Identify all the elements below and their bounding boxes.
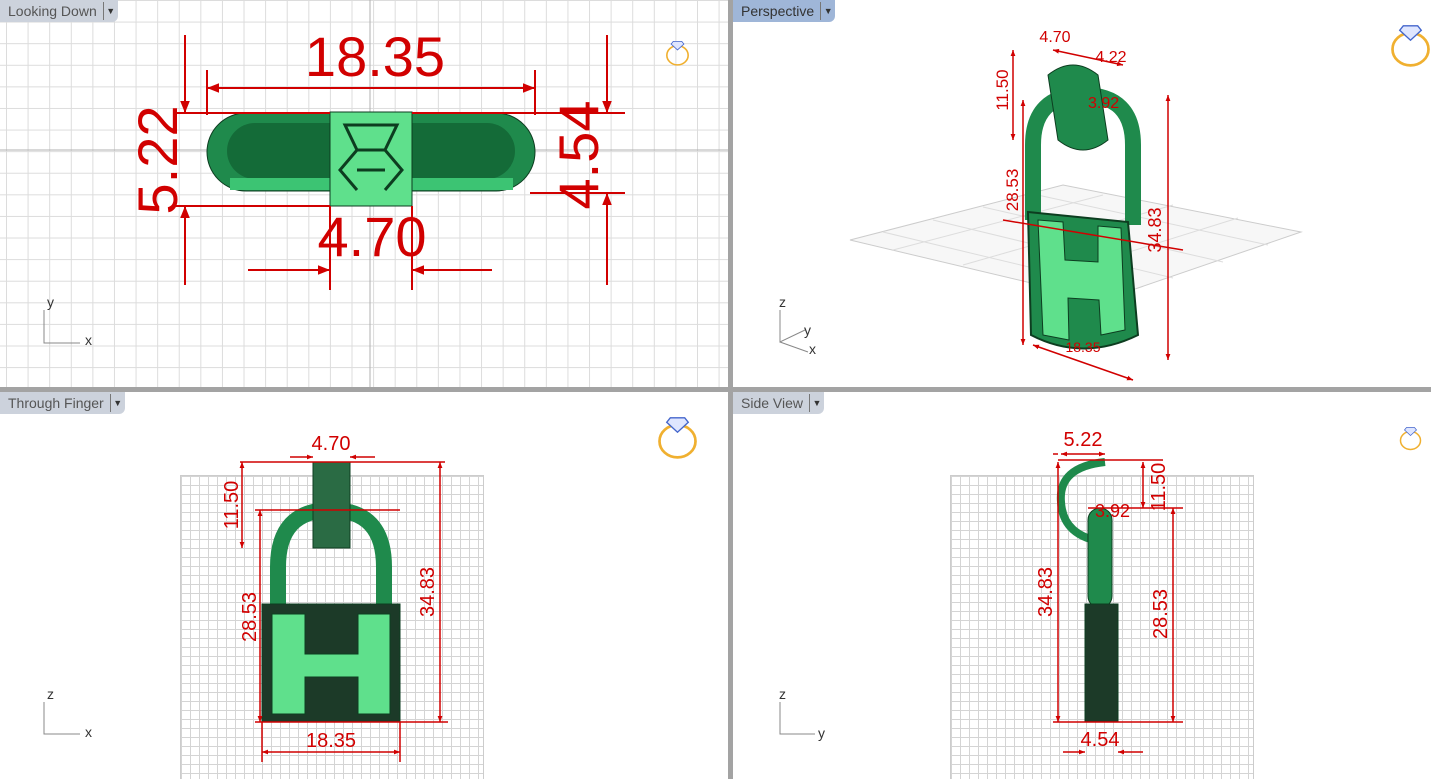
dimension-length: 18.35 bbox=[305, 25, 445, 88]
axis-icon bbox=[779, 702, 815, 735]
dimension-height: 34.83 bbox=[417, 567, 439, 617]
viewport-label: Perspective bbox=[741, 3, 815, 19]
caret-down-icon[interactable]: ▼ bbox=[109, 394, 125, 412]
dimension-band: 4.70 bbox=[318, 205, 427, 268]
front-view-drawing: 4.70 11.50 28.53 34.83 18.35 z x bbox=[43, 416, 697, 762]
viewport-title-perspective[interactable]: Perspective ▼ bbox=[733, 0, 836, 22]
dimension-top-b: 4.22 bbox=[1095, 49, 1126, 66]
viewport-side-view[interactable]: Side View ▼ 5.22 3.92 11.50 34.83 28.53 4… bbox=[733, 392, 1431, 779]
dimension-width: 18.35 bbox=[1065, 339, 1100, 355]
axis-icon bbox=[779, 310, 809, 353]
axis-label-x: x bbox=[809, 341, 816, 357]
side-view-drawing: 5.22 3.92 11.50 34.83 28.53 4.54 z y bbox=[779, 425, 1423, 755]
dimension-top-a: 4.70 bbox=[1039, 29, 1070, 46]
ring-icon[interactable] bbox=[665, 40, 690, 67]
dimension-width: 18.35 bbox=[306, 730, 356, 752]
ring-icon[interactable] bbox=[1391, 24, 1430, 67]
axis-label-y: y bbox=[818, 725, 825, 741]
pendant-band bbox=[329, 111, 413, 207]
caret-down-icon[interactable]: ▼ bbox=[102, 2, 118, 20]
axis-icon bbox=[43, 702, 80, 735]
dimension-top: 5.22 bbox=[1064, 429, 1103, 451]
caret-down-icon[interactable]: ▼ bbox=[809, 394, 824, 412]
dimension-height: 34.83 bbox=[1035, 567, 1057, 617]
axis-label-z: z bbox=[779, 686, 786, 702]
viewport-looking-down[interactable]: Looking Down ▼ 18.35 5.22 4.54 4.70 y x bbox=[0, 0, 728, 387]
ring-icon[interactable] bbox=[1398, 425, 1423, 452]
viewport-title-side-view[interactable]: Side View ▼ bbox=[733, 392, 825, 414]
dimension-shackle: 11.50 bbox=[221, 481, 243, 530]
ring-icon[interactable] bbox=[658, 416, 697, 459]
axis-label-x: x bbox=[85, 332, 92, 348]
dimension-body: 28.53 bbox=[239, 592, 261, 642]
viewport-label: Looking Down bbox=[8, 3, 97, 19]
perspective-drawing: 4.70 4.22 11.50 3.92 28.53 34.83 18.35 z… bbox=[779, 24, 1430, 381]
top-view-drawing: 18.35 5.22 4.54 4.70 y x bbox=[0, 0, 728, 387]
dimension-bottom: 4.54 bbox=[1081, 729, 1120, 751]
viewport-title-looking-down[interactable]: Looking Down ▼ bbox=[0, 0, 118, 22]
axis-label-z: z bbox=[779, 294, 786, 310]
dimension-height: 34.83 bbox=[1145, 207, 1165, 252]
dimension-loop: 3.92 bbox=[1088, 95, 1119, 112]
dimension-shackle: 11.50 bbox=[1148, 463, 1170, 512]
axis-label-y: y bbox=[804, 322, 811, 338]
caret-down-icon[interactable]: ▼ bbox=[820, 2, 835, 20]
dimension-band: 4.70 bbox=[312, 433, 351, 455]
dimension-shackle: 11.50 bbox=[993, 69, 1012, 110]
axis-label-z: z bbox=[47, 686, 54, 702]
dimension-body: 28.53 bbox=[1150, 589, 1172, 639]
dimension-body: 28.53 bbox=[1003, 169, 1022, 212]
viewport-label: Side View bbox=[741, 395, 804, 411]
viewport-perspective[interactable]: Perspective ▼ 4.70 4.22 11.50 3.92 28.53 … bbox=[733, 0, 1431, 387]
viewport-label: Through Finger bbox=[8, 395, 104, 411]
dimension-depth-right: 4.54 bbox=[547, 101, 610, 210]
viewport-title-through-finger[interactable]: Through Finger ▼ bbox=[0, 392, 125, 414]
axis-icon bbox=[43, 310, 80, 344]
dimension-loop: 3.92 bbox=[1095, 501, 1130, 521]
dimension-depth-left: 5.22 bbox=[126, 106, 189, 215]
axis-label-x: x bbox=[85, 724, 92, 740]
axis-label-y: y bbox=[47, 294, 54, 310]
viewport-through-finger[interactable]: Through Finger ▼ 4.70 11.50 28.53 34.83 1… bbox=[0, 392, 728, 779]
